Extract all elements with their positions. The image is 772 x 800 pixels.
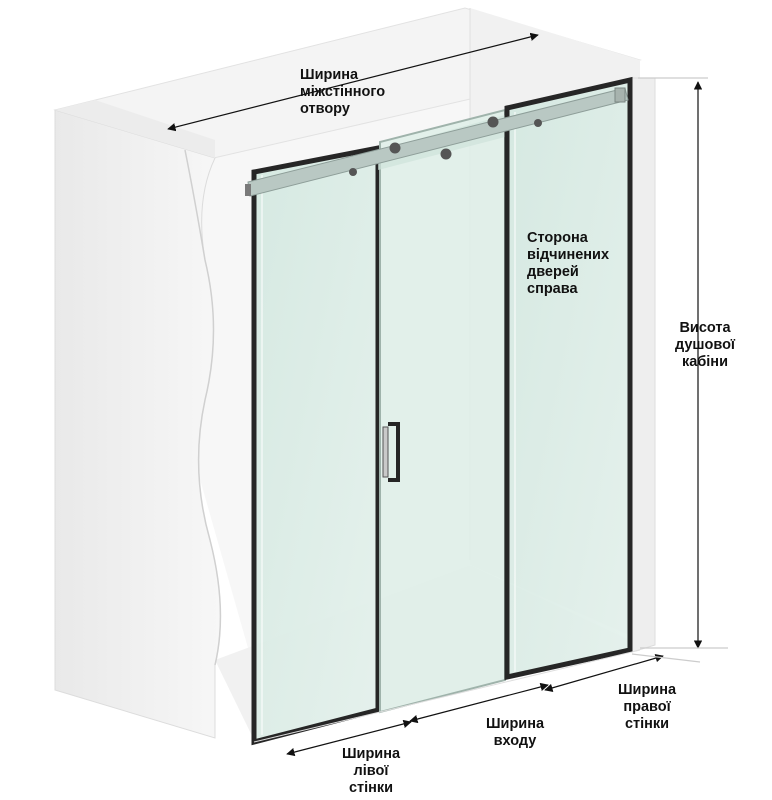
left-wall	[54, 100, 222, 739]
opening-width-arrow	[167, 32, 539, 132]
opening-width-label: Ширина міжстінного отвору	[300, 67, 386, 117]
sliding-door	[378, 108, 506, 714]
right-wall-width-arrow	[544, 654, 664, 692]
door-handle	[382, 422, 400, 482]
left-fixed-panel	[251, 144, 381, 746]
right-wall-width-label: Ширина правої стінки	[617, 682, 677, 732]
left-wall-width-label: Ширина лівої стінки	[341, 746, 401, 796]
cabin-height-label: Висота душової кабіни	[674, 320, 736, 370]
right-wall	[631, 77, 656, 653]
base-extension-right	[631, 653, 701, 663]
left-wall-width-arrow	[286, 719, 412, 757]
entrance-width-arrow	[409, 682, 549, 724]
door-side-label: Сторона відчинених дверей справа	[527, 230, 610, 297]
entrance-width-label: Ширина входу	[485, 716, 545, 749]
right-fixed-panel	[504, 76, 633, 681]
dimension-arrows	[167, 32, 728, 757]
